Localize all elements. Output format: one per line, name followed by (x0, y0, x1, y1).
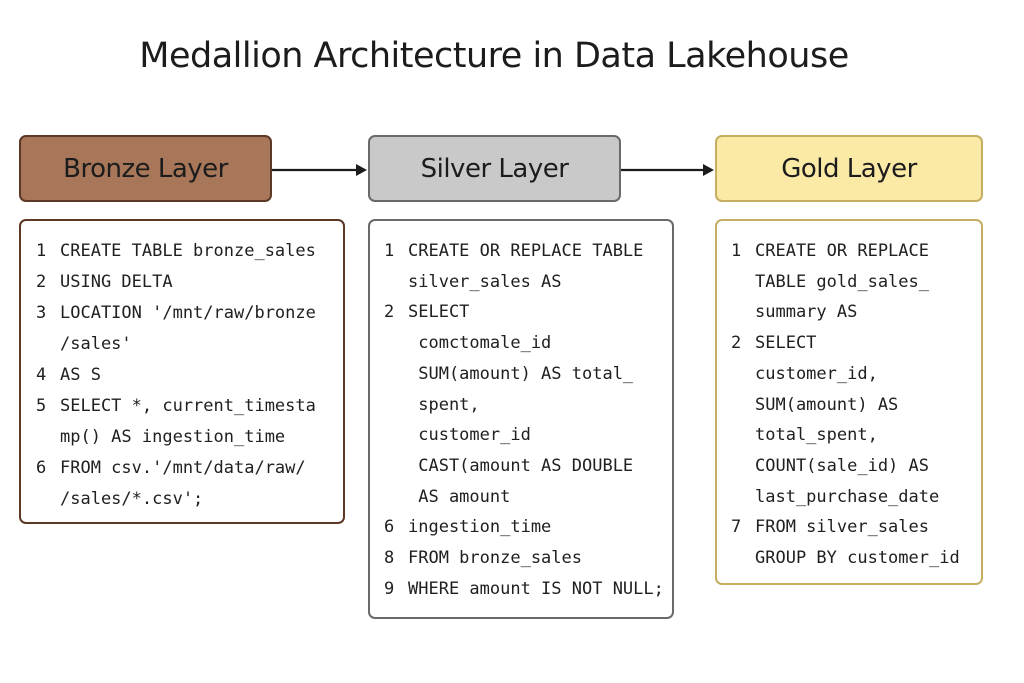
silver-code-line: 6 ingestion_time (384, 517, 551, 537)
bronze-line-number: 3 (36, 303, 47, 323)
gold-code-line: summary AS (731, 302, 857, 322)
silver-layer-header: Silver Layer (368, 135, 621, 202)
silver-code-box (368, 219, 674, 619)
bronze-code-line: 1 CREATE TABLE bronze_sales (36, 241, 316, 261)
bronze-code-line: 4 AS S (36, 365, 101, 385)
bronze-code-text: /sales/*.csv'; (60, 489, 204, 509)
gold-code-text: COUNT(sale_id) AS (755, 455, 929, 476)
bronze-code-text: /sales' (60, 334, 132, 354)
diagram-title: Medallion Architecture in Data Lakehouse (139, 36, 849, 76)
gold-code-line: GROUP BY customer_id (731, 548, 960, 568)
silver-code-line: customer_id (384, 425, 531, 445)
silver-line-number: 2 (384, 302, 395, 323)
gold-code-line: TABLE gold_sales_ (731, 272, 929, 292)
bronze-code-text: LOCATION '/mnt/raw/bronze (60, 303, 316, 323)
silver-code-line: comctomale_id (384, 333, 551, 353)
bronze-layer-label: Bronze Layer (63, 153, 228, 184)
silver-code-text: customer_id (408, 425, 531, 446)
silver-code-text: comctomale_id (408, 333, 552, 354)
gold-code-line: total_spent, (731, 425, 878, 445)
silver-code-text: ingestion_time (408, 517, 552, 538)
silver-line-number: 1 (384, 241, 395, 261)
gold-code-text: last_purchase_date (755, 486, 940, 507)
bronze-code-text: SELECT *, current_timesta (60, 396, 316, 416)
bronze-code-text: mp() AS ingestion_time (60, 427, 286, 447)
bronze-code-text: FROM csv.'/mnt/data/raw/ (60, 458, 306, 478)
silver-code-text: AS amount (408, 486, 511, 507)
gold-line-number: 7 (731, 517, 742, 538)
silver-code-text: CREATE OR REPLACE TABLE (408, 241, 644, 261)
bronze-code-box (19, 219, 345, 524)
bronze-code-line: 2 USING DELTA (36, 272, 173, 292)
gold-code-line: SUM(amount) AS (731, 395, 898, 415)
silver-code-line: 2 SELECT (384, 302, 469, 322)
silver-code-text: spent, (408, 394, 480, 415)
gold-code-line: customer_id, (731, 364, 878, 384)
bronze-code-text: CREATE TABLE bronze_sales (60, 241, 316, 261)
gold-layer-header: Gold Layer (715, 135, 983, 202)
gold-code-line: 7 FROM silver_sales (731, 517, 929, 537)
silver-code-text: SUM(amount) AS total_ (408, 363, 634, 384)
gold-code-line: COUNT(sale_id) AS (731, 456, 929, 476)
bronze-line-number: 6 (36, 458, 47, 478)
bronze-code-text: AS S (60, 365, 101, 385)
silver-line-number: 6 (384, 517, 395, 538)
bronze-line-number: 2 (36, 272, 47, 292)
silver-code-text: silver_sales AS (408, 271, 562, 292)
bronze-code-line: mp() AS ingestion_time (36, 427, 285, 447)
silver-code-text: WHERE amount IS NOT NULL; (408, 578, 664, 599)
silver-code-line: 1 CREATE OR REPLACE TABLE (384, 241, 643, 261)
gold-code-line: last_purchase_date (731, 487, 939, 507)
gold-code-text: SUM(amount) AS (755, 394, 899, 415)
silver-line-number: 9 (384, 578, 395, 599)
silver-code-line: CAST(amount AS DOUBLE (384, 456, 633, 476)
gold-layer-label: Gold Layer (781, 153, 917, 184)
silver-code-text: FROM bronze_sales (408, 548, 582, 568)
gold-line-number: 1 (731, 241, 742, 261)
silver-code-text: SELECT (408, 302, 470, 323)
silver-code-line: 8 FROM bronze_sales (384, 548, 582, 568)
bronze-code-text: USING DELTA (60, 272, 173, 292)
gold-code-text: customer_id, (755, 363, 878, 384)
silver-to-gold-arrow (621, 164, 714, 176)
gold-code-text: FROM silver_sales (755, 517, 929, 538)
silver-code-text: CAST(amount AS DOUBLE (408, 455, 634, 476)
silver-code-line: AS amount (384, 487, 510, 507)
silver-layer-label: Silver Layer (420, 153, 569, 184)
bronze-code-line: /sales/*.csv'; (36, 489, 203, 509)
bronze-line-number: 5 (36, 396, 47, 416)
gold-line-number: 2 (731, 333, 742, 354)
silver-code-line: spent, (384, 394, 480, 415)
bronze-code-line: 5 SELECT *, current_timesta (36, 396, 316, 416)
silver-code-line: silver_sales AS (384, 272, 562, 292)
gold-code-text: summary AS (755, 302, 858, 323)
bronze-to-silver-arrow (272, 164, 367, 176)
gold-code-box (715, 219, 983, 585)
bronze-code-line: 6 FROM csv.'/mnt/data/raw/ (36, 458, 306, 478)
bronze-layer-header: Bronze Layer (19, 135, 272, 202)
gold-code-text: total_spent, (755, 425, 878, 446)
silver-code-line: 9 WHERE amount IS NOT NULL; (384, 579, 664, 599)
bronze-code-line: /sales' (36, 334, 132, 354)
gold-code-line: 1 CREATE OR REPLACE (731, 241, 929, 261)
gold-code-text: CREATE OR REPLACE (755, 241, 929, 261)
silver-code-line: SUM(amount) AS total_ (384, 364, 633, 384)
gold-code-text: TABLE gold_sales_ (755, 271, 929, 292)
gold-code-line: 2 SELECT (731, 333, 816, 353)
bronze-line-number: 4 (36, 365, 47, 385)
gold-code-text: GROUP BY customer_id (755, 548, 960, 568)
bronze-code-line: 3 LOCATION '/mnt/raw/bronze (36, 303, 316, 323)
gold-code-text: SELECT (755, 333, 817, 354)
silver-line-number: 8 (384, 548, 395, 568)
bronze-line-number: 1 (36, 241, 47, 261)
